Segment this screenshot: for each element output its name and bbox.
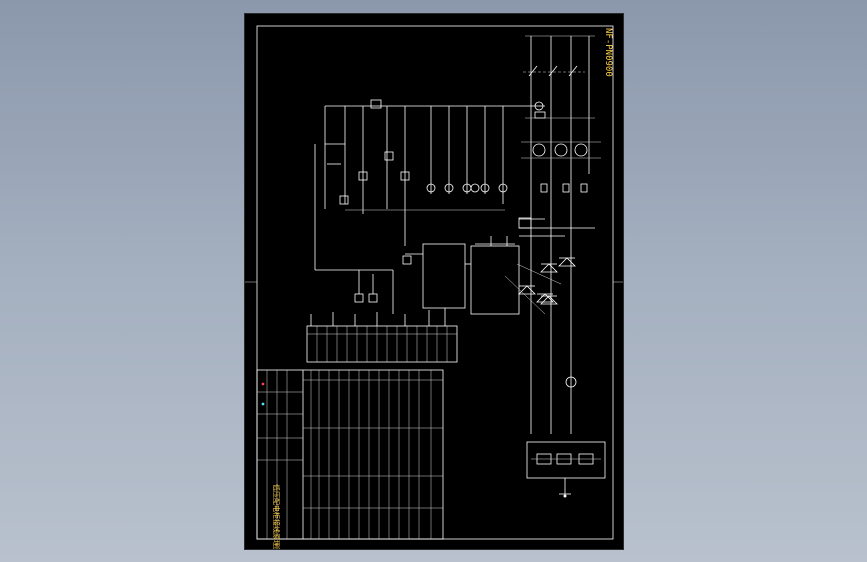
controller-module-b: [470, 245, 520, 315]
thyristor-group: [504, 257, 576, 315]
controller-modules: [314, 144, 520, 315]
title-block-text: 低压配电柜接线原理图: [272, 484, 281, 549]
drawing-code: NF-PN0900: [603, 28, 613, 77]
terminal-strip: [306, 308, 458, 363]
schematic-canvas: NF-PN0900: [245, 25, 623, 549]
control-circuit: [324, 99, 545, 214]
incoming-busbars: [523, 35, 595, 434]
controller-module-a: [422, 243, 466, 309]
load-section: [526, 376, 606, 498]
load-box: [526, 441, 606, 479]
outer-frame: [256, 25, 614, 540]
metering-section: [518, 101, 601, 237]
bom-table: [256, 369, 444, 540]
drawing-sheet: NF-PN0900: [244, 13, 624, 550]
